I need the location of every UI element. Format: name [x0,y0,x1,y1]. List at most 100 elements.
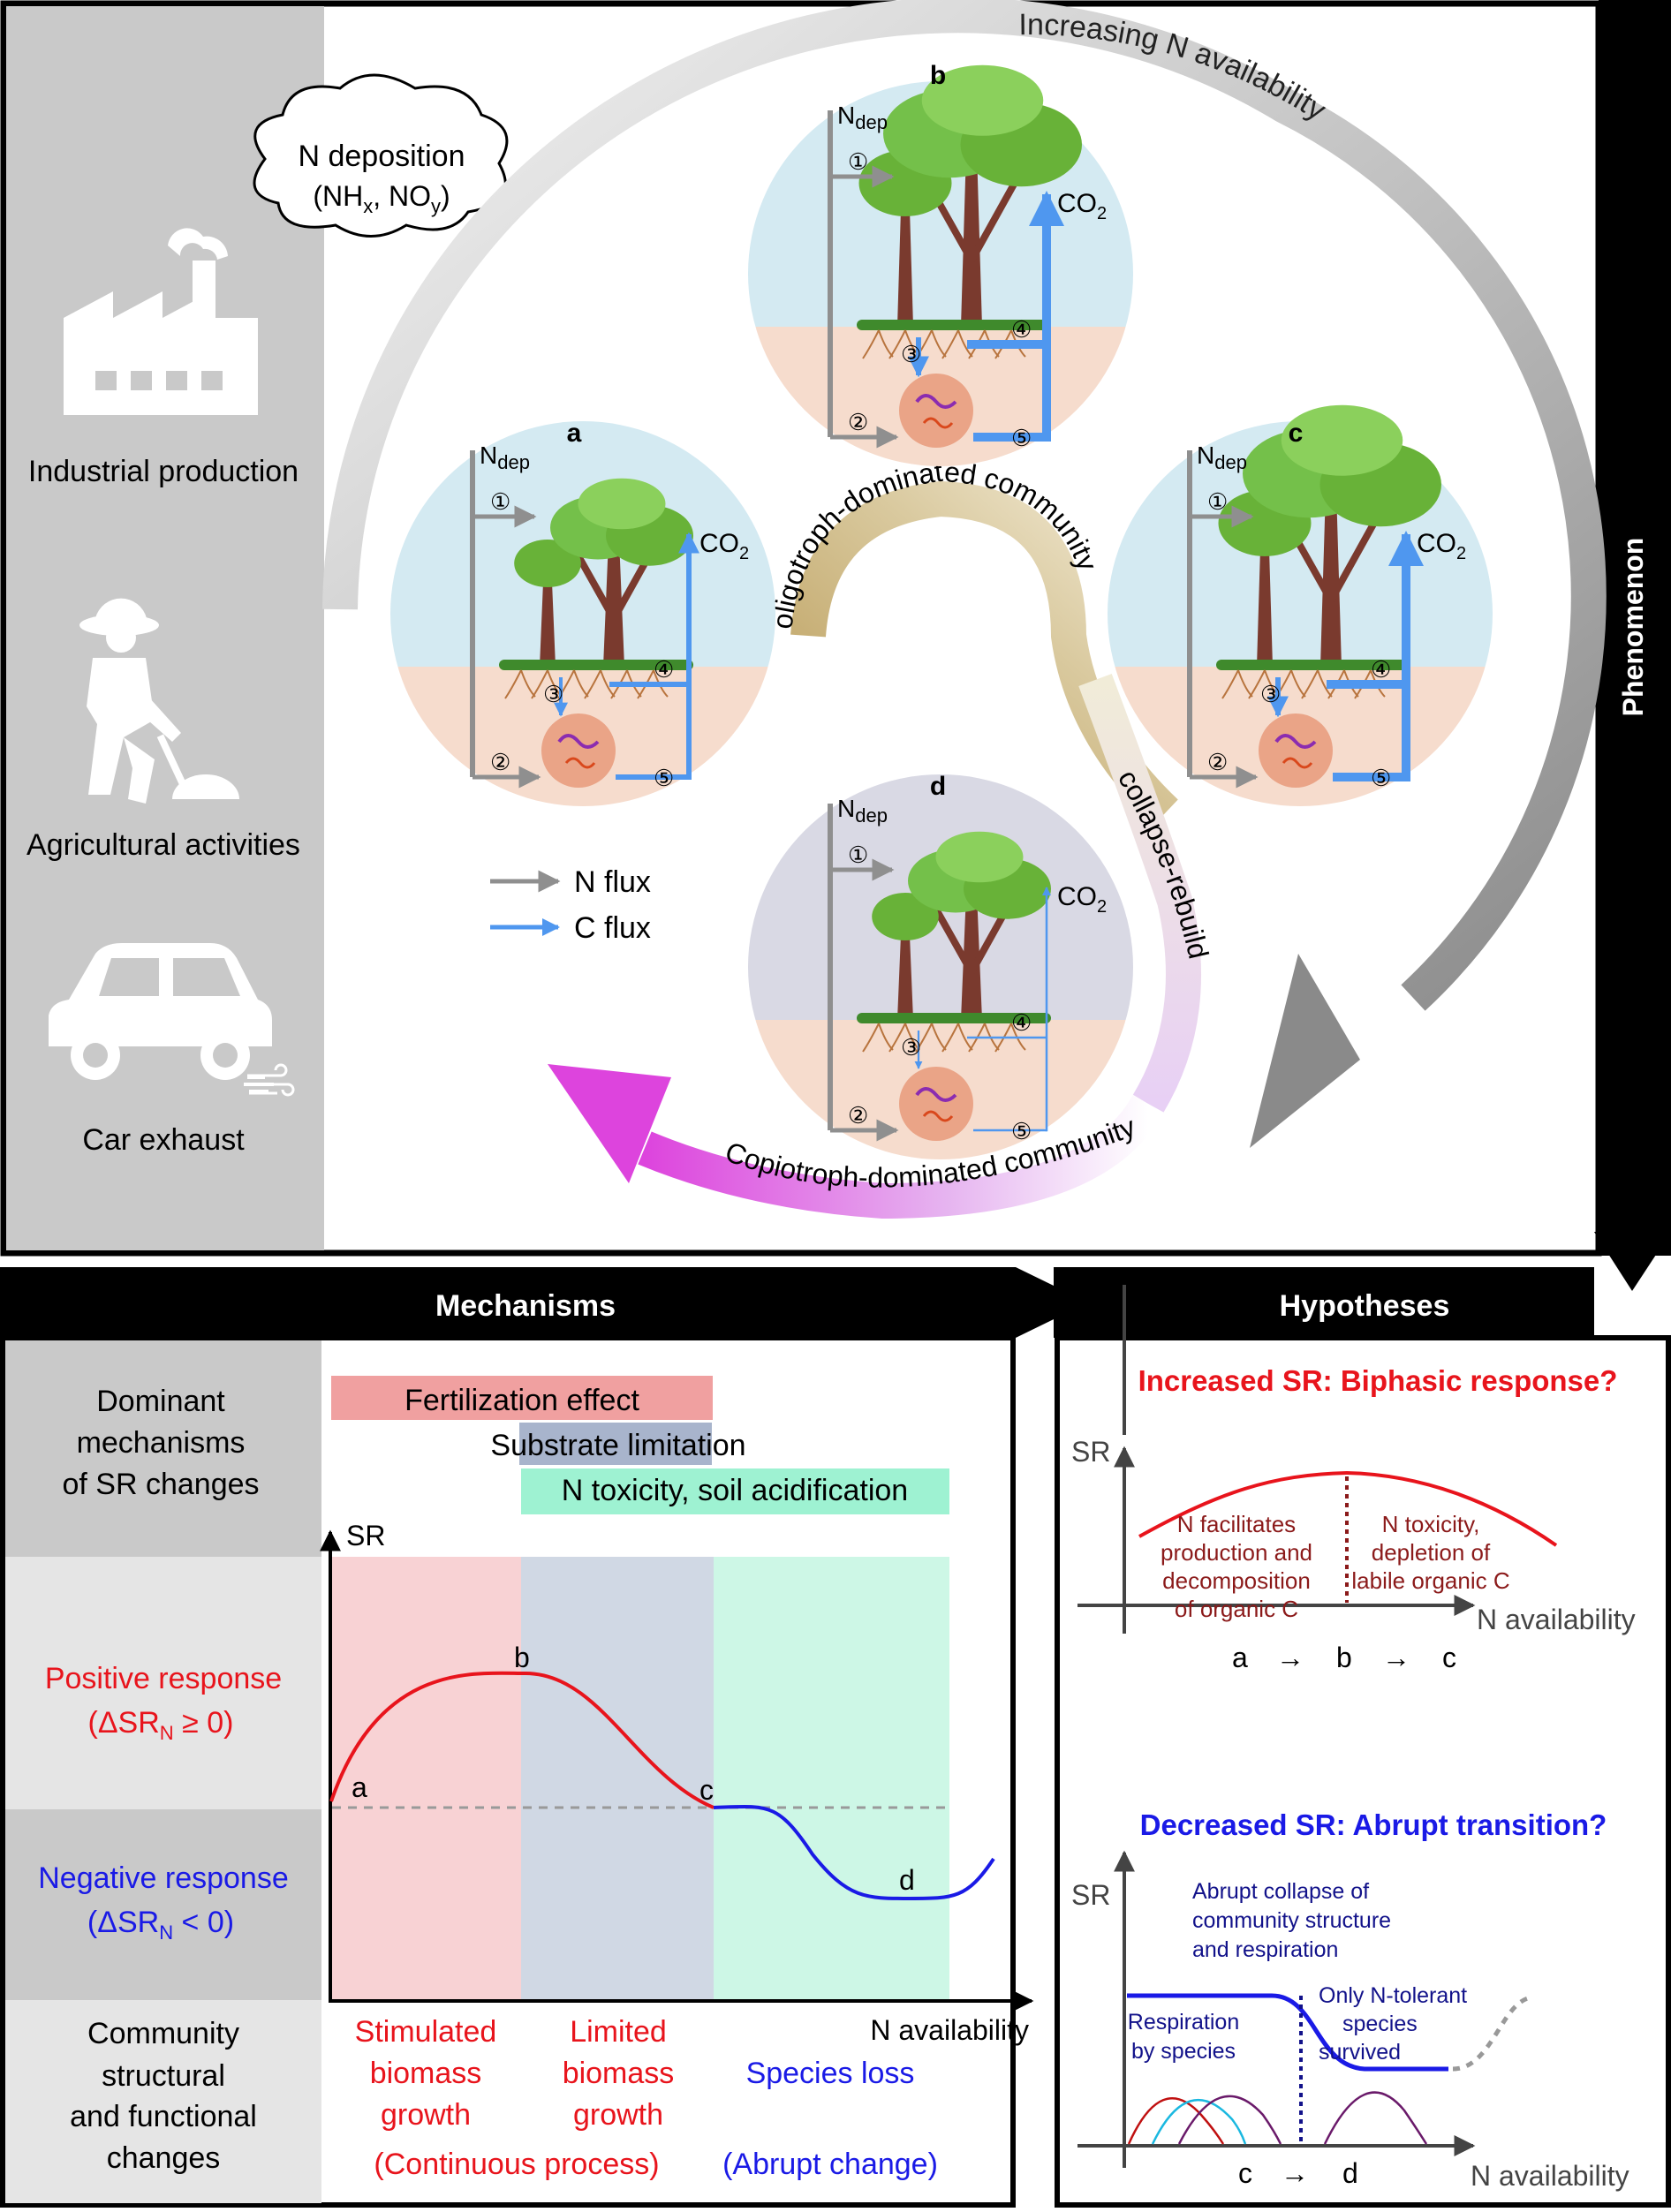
svg-text:mechanisms: mechanisms [77,1426,246,1460]
svg-text:structural: structural [102,2059,225,2093]
point-a: a [352,1771,367,1803]
zone-limited-label: Limited biomass growth [563,2015,675,2132]
increasing-n-arrowhead [1250,954,1360,1148]
svg-text:Negative response: Negative response [38,1861,289,1895]
svg-text:→: → [1281,2157,1309,2189]
cloud-formula: (NHx, NOy) [313,180,450,217]
svg-text:Respiration: Respiration [1128,2010,1239,2035]
h1-right-note: N toxicity, depletion of labile organic … [1351,1511,1509,1594]
marker-1: ① [848,842,868,868]
svg-text:d: d [1342,2157,1358,2189]
svg-text:(ΔSRN < 0): (ΔSRN < 0) [87,1906,234,1944]
phenomenon-label: Phenomenon [1617,538,1649,717]
zone-fertilization [331,1557,521,2000]
svg-text:decomposition: decomposition [1162,1567,1311,1594]
svg-text:survived: survived [1319,2040,1401,2065]
h1-y-label: SR [1071,1436,1110,1468]
marker-5: ⑤ [654,765,674,791]
svg-text:Stimulated: Stimulated [355,2015,497,2049]
marker-2: ② [848,409,868,435]
ndep-label: Ndep [480,442,530,473]
h1-curve [1138,1470,1558,1547]
n-flux-arrows [470,450,541,789]
microbe-icon [1259,713,1333,788]
bar-substrate [519,1423,712,1465]
svg-text:species: species [1342,2012,1418,2036]
h2-x-label: N availability [1471,2160,1629,2192]
bar-toxicity-label: N toxicity, soil acidification [562,1474,908,1507]
ndep-label: Ndep [837,795,888,827]
copiotroph-arrowhead [548,1064,671,1183]
svg-text:by species: by species [1131,2039,1236,2064]
svg-text:c: c [1238,2157,1252,2189]
h1-x-label: N availability [1477,1604,1636,1635]
zone-species-loss-label: Species loss [746,2057,915,2090]
continuous-process-label: (Continuous process) [374,2148,659,2181]
h1-title: Increased SR: Biphasic response? [1138,1364,1618,1397]
co2-label: CO2 [699,529,749,563]
marker-4: ④ [1011,1009,1032,1036]
curve-negative [713,1804,995,1900]
factory-icon [64,228,258,415]
cloud-title: N deposition [298,140,465,173]
bar-fertilization [331,1376,713,1420]
source-car: Car exhaust [82,1123,245,1157]
c-flux-arrows [1267,531,1424,781]
bar-substrate-label: Substrate limitation [490,1429,745,1462]
point-b: b [514,1642,530,1673]
svg-text:Limited: Limited [570,2015,667,2049]
legend-n-flux: N flux [574,865,651,899]
c-flux-arrows [554,532,699,780]
h1-left-note: N facilitates production and decompositi… [1161,1511,1312,1622]
ndep-label: Ndep [837,102,888,133]
marker-3: ③ [543,681,563,707]
svg-text:depletion of: depletion of [1372,1539,1491,1566]
farmer-icon [79,598,239,804]
marker-4: ④ [654,656,674,683]
svg-text:Community: Community [87,2017,239,2050]
marker-1: ① [490,488,510,515]
deposition-cloud: N deposition (NHx, NOy) [253,73,509,238]
mechanisms-title: Mechanisms [435,1289,616,1323]
row-community-changes: Community structural and functional chan… [70,2017,257,2175]
legend-c-flux: C flux [574,911,651,945]
svg-text:N toxicity,: N toxicity, [1382,1511,1480,1537]
microbe-icon [541,713,616,788]
marker-3: ③ [901,1034,921,1061]
svg-text:Only N-tolerant: Only N-tolerant [1319,1983,1467,2008]
h2-y-label: SR [1071,1879,1110,1911]
curve-positive [329,1671,715,1809]
microbe-icon [899,374,973,448]
marker-3: ③ [1260,681,1281,707]
copiotroph-arc [638,1094,1164,1219]
mech-y-label: SR [346,1520,385,1551]
svg-text:growth: growth [573,2098,663,2132]
svg-text:production and: production and [1161,1539,1312,1566]
svg-text:changes: changes [107,2141,221,2175]
phenomenon-section: Phenomenon Industrial production Agricul… [0,0,1671,1257]
panel-letter: b [930,61,946,90]
marker-5: ⑤ [1011,425,1032,451]
panel-letter: d [930,772,946,801]
co2-label: CO2 [1417,529,1466,563]
increasing-n-arc [322,0,1607,1011]
marker-5: ⑤ [1371,765,1391,791]
row-dominant-mechanisms: Dominant mechanisms of SR changes [62,1385,259,1501]
microbe-icon [899,1067,973,1141]
h2-title: Decreased SR: Abrupt transition? [1140,1808,1607,1841]
car-icon [49,943,274,1093]
n-flux-arrows [828,110,899,449]
panel-letter: c [1289,419,1304,448]
svg-text:c: c [1442,1642,1456,1673]
svg-text:→: → [1382,1642,1410,1673]
hypotheses-section: Hypotheses Increased SR: Biphasic respon… [1054,1232,1671,2208]
svg-text:Dominant: Dominant [96,1385,225,1418]
hypotheses-title: Hypotheses [1280,1289,1450,1323]
svg-text:labile organic C: labile organic C [1351,1567,1509,1594]
point-c: c [699,1774,714,1806]
bar-fertilization-label: Fertilization effect [405,1384,639,1417]
point-d: d [899,1864,915,1896]
marker-3: ③ [901,341,921,367]
